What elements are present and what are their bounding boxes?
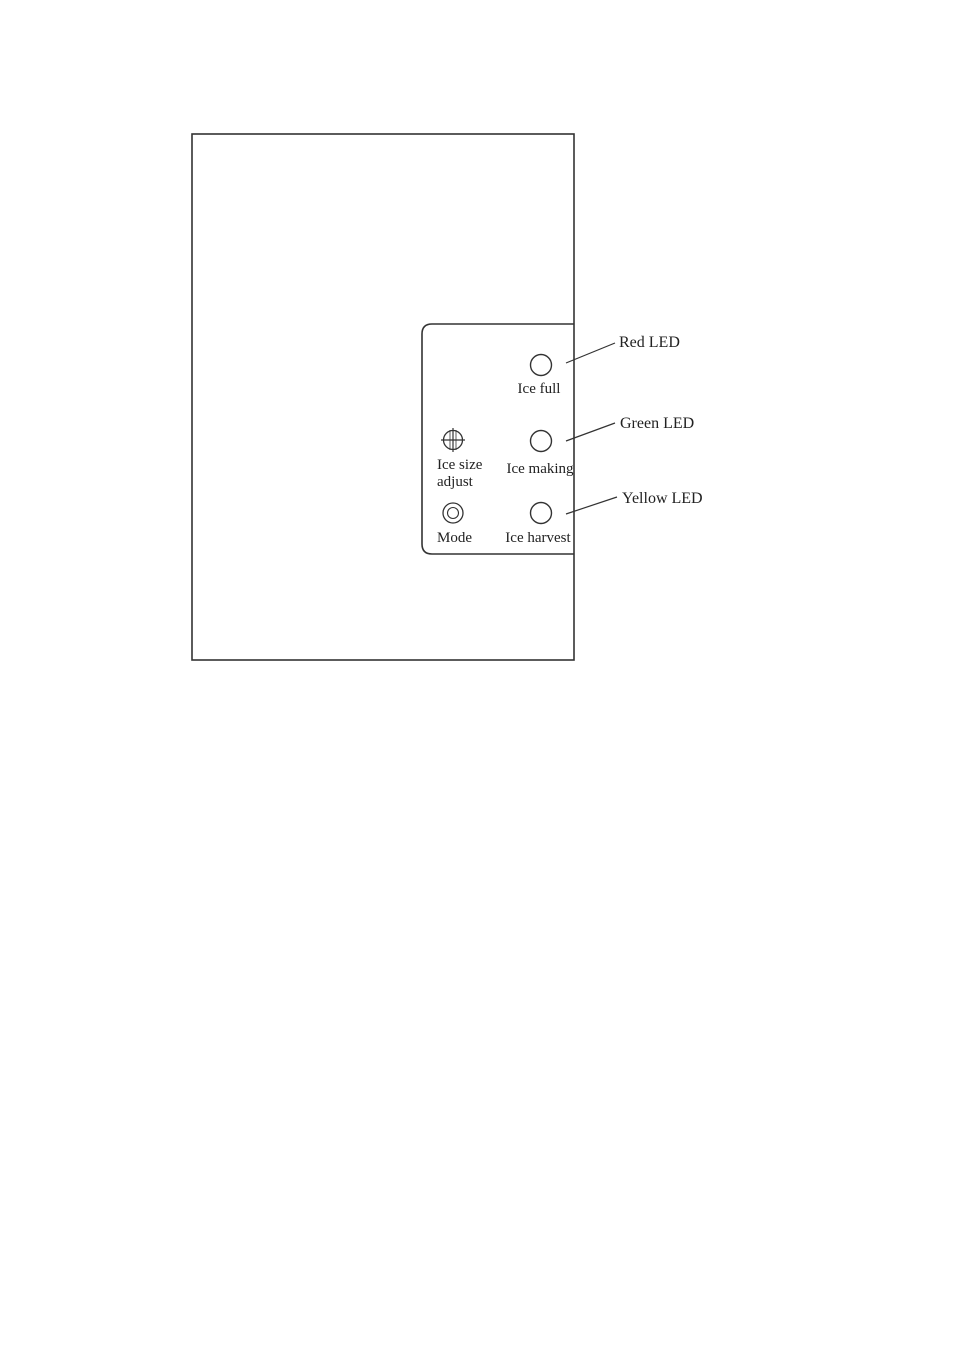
red-led-callout: Red LED (619, 334, 680, 351)
red-led-leader (565, 342, 616, 364)
mode-label: Mode (437, 530, 472, 546)
yellow-led-leader (565, 496, 618, 515)
green-led-callout: Green LED (620, 415, 694, 432)
ice-harvest-led (529, 501, 553, 525)
control-panel-outline (421, 323, 574, 555)
ice-size-adjust-label: adjust (437, 474, 474, 490)
ice-making-led (529, 429, 553, 453)
ice-full-label: Ice full (518, 381, 561, 397)
yellow-led-callout: Yellow LED (622, 490, 703, 507)
cabinet-outline (191, 133, 575, 661)
ice-size-label: Ice size (437, 457, 483, 473)
ice-full-led (529, 353, 553, 377)
green-led-leader (565, 422, 616, 442)
ice-making-label: Ice making (506, 461, 574, 477)
ice-harvest-label: Ice harvest (505, 530, 571, 546)
mode-button-icon[interactable] (442, 502, 464, 524)
crosshair-knob-icon[interactable] (441, 428, 465, 452)
